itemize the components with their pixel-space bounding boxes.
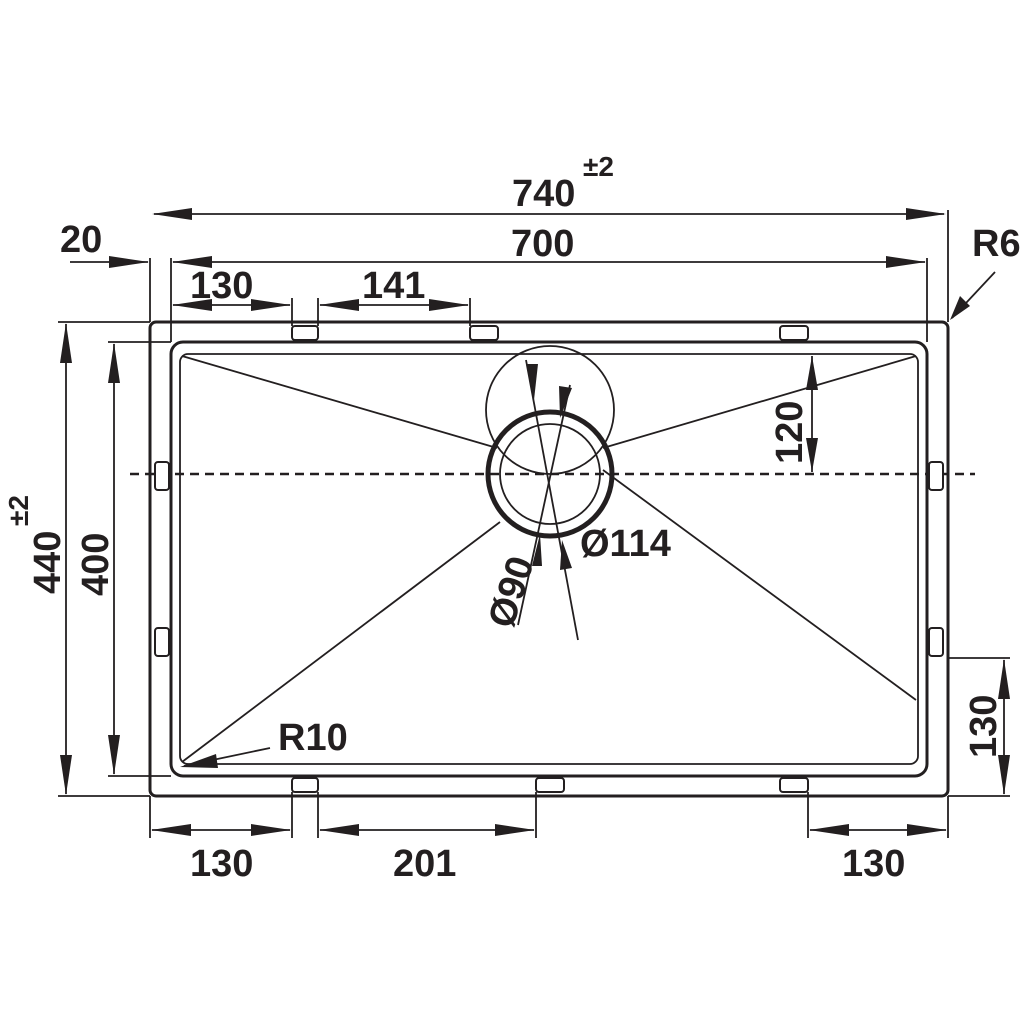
clip: [291, 777, 319, 793]
label-clip-right-bottom: 130: [842, 843, 905, 885]
label-clip-left-top: 130: [190, 265, 253, 307]
label-flange: 20: [60, 219, 102, 261]
dimension-lines: [58, 208, 1010, 838]
clip: [928, 627, 944, 657]
label-overall-depth-tol: ±2: [3, 495, 34, 526]
dimension-labels: 740 ±2 700 20 R6 130 141 120 440 ±2 400 …: [3, 151, 1021, 885]
clip: [779, 325, 809, 341]
label-drain-offset: 120: [769, 401, 811, 464]
clip: [469, 325, 499, 341]
label-overall-width: 740: [512, 173, 575, 215]
label-clip-spacing-top: 141: [362, 265, 425, 307]
clip: [291, 325, 319, 341]
drain-inner-circle: [499, 423, 601, 525]
label-clip-left-bottom: 130: [190, 843, 253, 885]
label-overall-depth: 440: [27, 531, 69, 594]
label-drain-inner: Ø90: [481, 551, 543, 632]
slope-lines: [181, 355, 917, 763]
clip: [779, 777, 809, 793]
label-bowl-depth: 400: [75, 533, 117, 596]
bowl-inner-edge: [179, 353, 919, 765]
label-clip-side-right: 130: [963, 695, 1005, 758]
label-bowl-width: 700: [511, 223, 574, 265]
bowl-outer-edge: [169, 340, 929, 778]
mounting-clips: [154, 325, 944, 793]
label-overall-width-tol: ±2: [583, 151, 614, 182]
clip: [928, 461, 944, 491]
clip: [154, 627, 170, 657]
label-drain-outer: Ø114: [580, 523, 671, 565]
outer-flange: [148, 320, 950, 798]
label-corner-inner: R10: [278, 717, 348, 759]
drain: [485, 345, 615, 641]
drain-outer-circle: [485, 409, 615, 539]
sink-outline: [148, 210, 950, 798]
clip: [535, 777, 565, 793]
clip: [154, 461, 170, 491]
label-clip-spacing-bottom: 201: [393, 843, 456, 885]
label-corner-outer: R6: [972, 223, 1021, 265]
